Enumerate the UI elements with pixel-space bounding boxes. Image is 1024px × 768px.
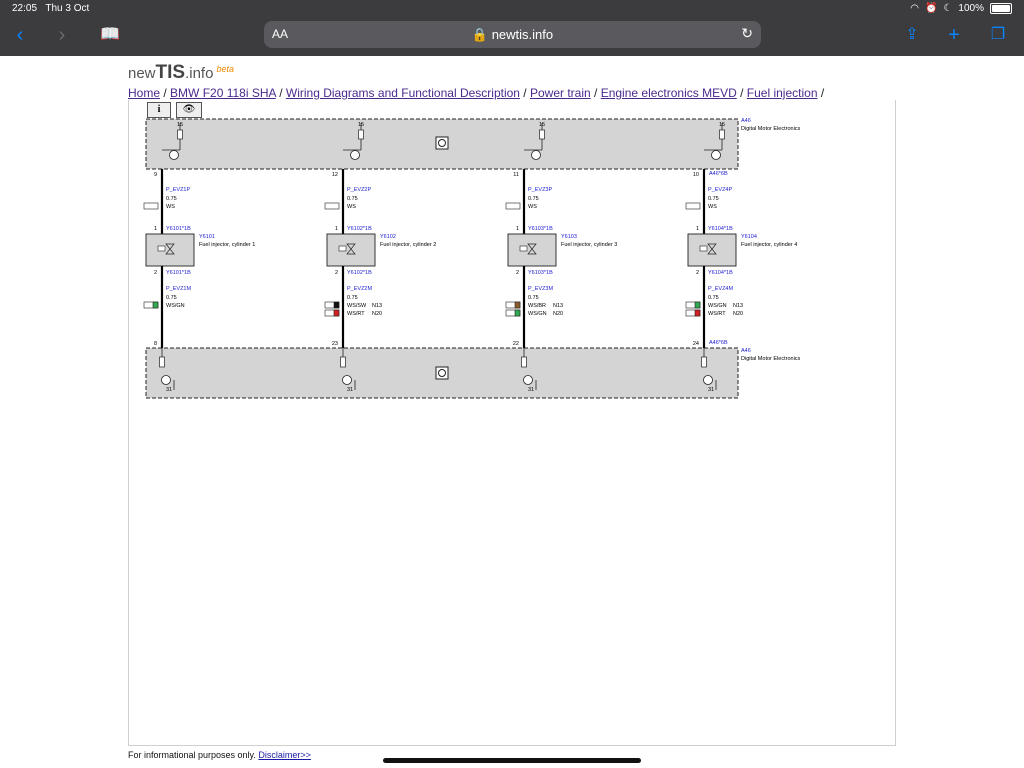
breadcrumb-home[interactable]: Home bbox=[128, 86, 161, 100]
content-frame bbox=[128, 100, 896, 746]
logo-prefix: new bbox=[128, 65, 156, 82]
logo-badge: beta bbox=[216, 64, 234, 74]
footer: For informational purposes only. Disclai… bbox=[128, 750, 311, 760]
breadcrumb-wiring[interactable]: Wiring Diagrams and Functional Descripti… bbox=[285, 86, 520, 100]
home-indicator bbox=[383, 758, 641, 763]
status-time: 22:05 bbox=[12, 3, 38, 14]
breadcrumb-power-train[interactable]: Power train bbox=[529, 86, 591, 100]
logo-suffix: .info bbox=[185, 65, 214, 82]
bookmarks-icon[interactable]: 📖 bbox=[100, 26, 120, 43]
moon-icon: ☾ bbox=[943, 3, 953, 14]
breadcrumb-fuel-injection[interactable]: Fuel injection bbox=[746, 86, 818, 100]
status-date: Thu 3 Oct bbox=[45, 3, 90, 14]
breadcrumb-model[interactable]: BMW F20 118i SHA bbox=[170, 86, 276, 100]
back-icon[interactable]: ‹ bbox=[16, 24, 24, 46]
eye-icon: 👁 bbox=[182, 104, 196, 115]
battery-percent: 100% bbox=[958, 3, 984, 14]
footer-text: For informational purposes only. bbox=[128, 750, 256, 760]
address-bar[interactable]: AA 🔒 newtis.info ↻ bbox=[264, 21, 761, 48]
info-button[interactable]: i bbox=[147, 102, 171, 118]
status-bar: 22:05 Thu 3 Oct ◠ ⏰ ☾ 100% bbox=[12, 3, 1012, 17]
breadcrumb: Home / BMW F20 118i SHA / Wiring Diagram… bbox=[128, 86, 825, 100]
wifi-icon: ◠ bbox=[910, 3, 919, 14]
view-eye-button[interactable]: 👁 bbox=[176, 102, 202, 118]
reload-icon[interactable]: ↻ bbox=[741, 25, 753, 41]
battery-icon bbox=[990, 3, 1012, 14]
disclaimer-link[interactable]: Disclaimer>> bbox=[258, 750, 311, 760]
lock-icon: 🔒 bbox=[471, 27, 489, 42]
forward-icon[interactable]: › bbox=[58, 24, 66, 46]
status-time-date: 22:05 Thu 3 Oct bbox=[12, 3, 89, 14]
alarm-icon: ⏰ bbox=[925, 3, 938, 14]
new-tab-icon[interactable]: + bbox=[948, 24, 960, 46]
reader-aa-button[interactable]: AA bbox=[272, 27, 289, 41]
browser-chrome: 22:05 Thu 3 Oct ◠ ⏰ ☾ 100% ‹ › 📖 AA 🔒 ne… bbox=[0, 0, 1024, 56]
logo-main: TIS bbox=[155, 62, 186, 83]
url-value: newtis.info bbox=[491, 27, 554, 42]
url-text[interactable]: 🔒 newtis.info bbox=[264, 27, 761, 43]
status-right: ◠ ⏰ ☾ 100% bbox=[910, 3, 1012, 14]
tabs-icon[interactable]: ❐ bbox=[990, 26, 1006, 43]
share-icon[interactable]: ⇪ bbox=[905, 26, 919, 43]
breadcrumb-engine-electronics[interactable]: Engine electronics MEVD bbox=[600, 86, 737, 100]
